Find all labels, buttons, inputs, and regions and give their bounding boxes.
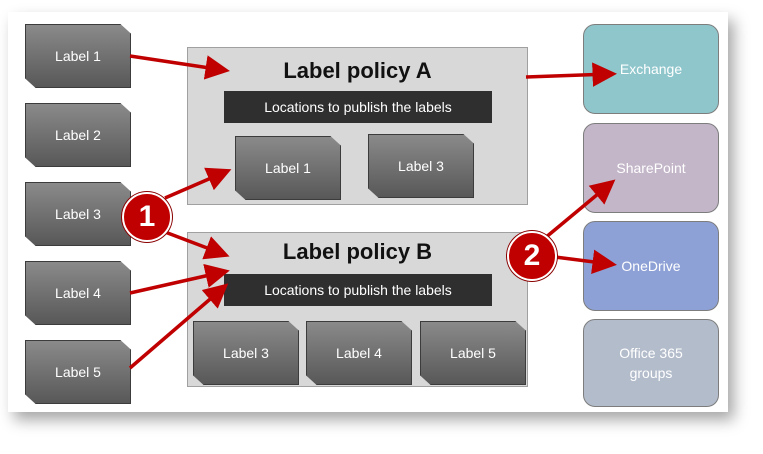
left-label-5: Label 5 bbox=[25, 340, 131, 404]
arrow-badge2-to-sharepoint bbox=[543, 179, 616, 240]
policy-a-label-3: Label 3 bbox=[368, 134, 474, 198]
left-label-3: Label 3 bbox=[25, 182, 131, 246]
location-office365-groups: Office 365 groups bbox=[583, 319, 719, 407]
policy-b-box: Label policy B Locations to publish the … bbox=[187, 232, 528, 387]
policy-b-label-3: Label 3 bbox=[193, 321, 299, 385]
step-badge-1: 1 bbox=[122, 192, 172, 242]
arrow-label4-to-policy-b bbox=[129, 263, 230, 295]
policy-b-label-5: Label 5 bbox=[420, 321, 526, 385]
policy-a-label-1: Label 1 bbox=[235, 136, 341, 200]
policy-b-label-4: Label 4 bbox=[306, 321, 412, 385]
arrow-policy-a-to-exchange bbox=[525, 62, 617, 87]
policy-a-title: Label policy A bbox=[283, 58, 432, 83]
left-label-2: Label 2 bbox=[25, 103, 131, 167]
arrow-badge2-to-onedrive bbox=[554, 249, 617, 274]
arrow-badge1-to-policy-b bbox=[164, 230, 230, 260]
arrow-label1-to-policy-a bbox=[129, 54, 230, 80]
policy-b-title: Label policy B bbox=[282, 239, 433, 264]
location-sharepoint: SharePoint bbox=[583, 123, 719, 213]
arrow-label5-to-policy-b bbox=[128, 283, 229, 370]
step-badge-2: 2 bbox=[507, 231, 557, 281]
policy-a-locations-bar: Locations to publish the labels bbox=[224, 91, 492, 123]
location-onedrive: OneDrive bbox=[583, 221, 719, 311]
policy-a-box: Label policy A Locations to publish the … bbox=[187, 47, 528, 205]
policy-b-locations-bar: Locations to publish the labels bbox=[224, 274, 492, 306]
left-label-1: Label 1 bbox=[25, 24, 131, 88]
arrow-badge1-to-policy-a-label1 bbox=[164, 167, 232, 200]
